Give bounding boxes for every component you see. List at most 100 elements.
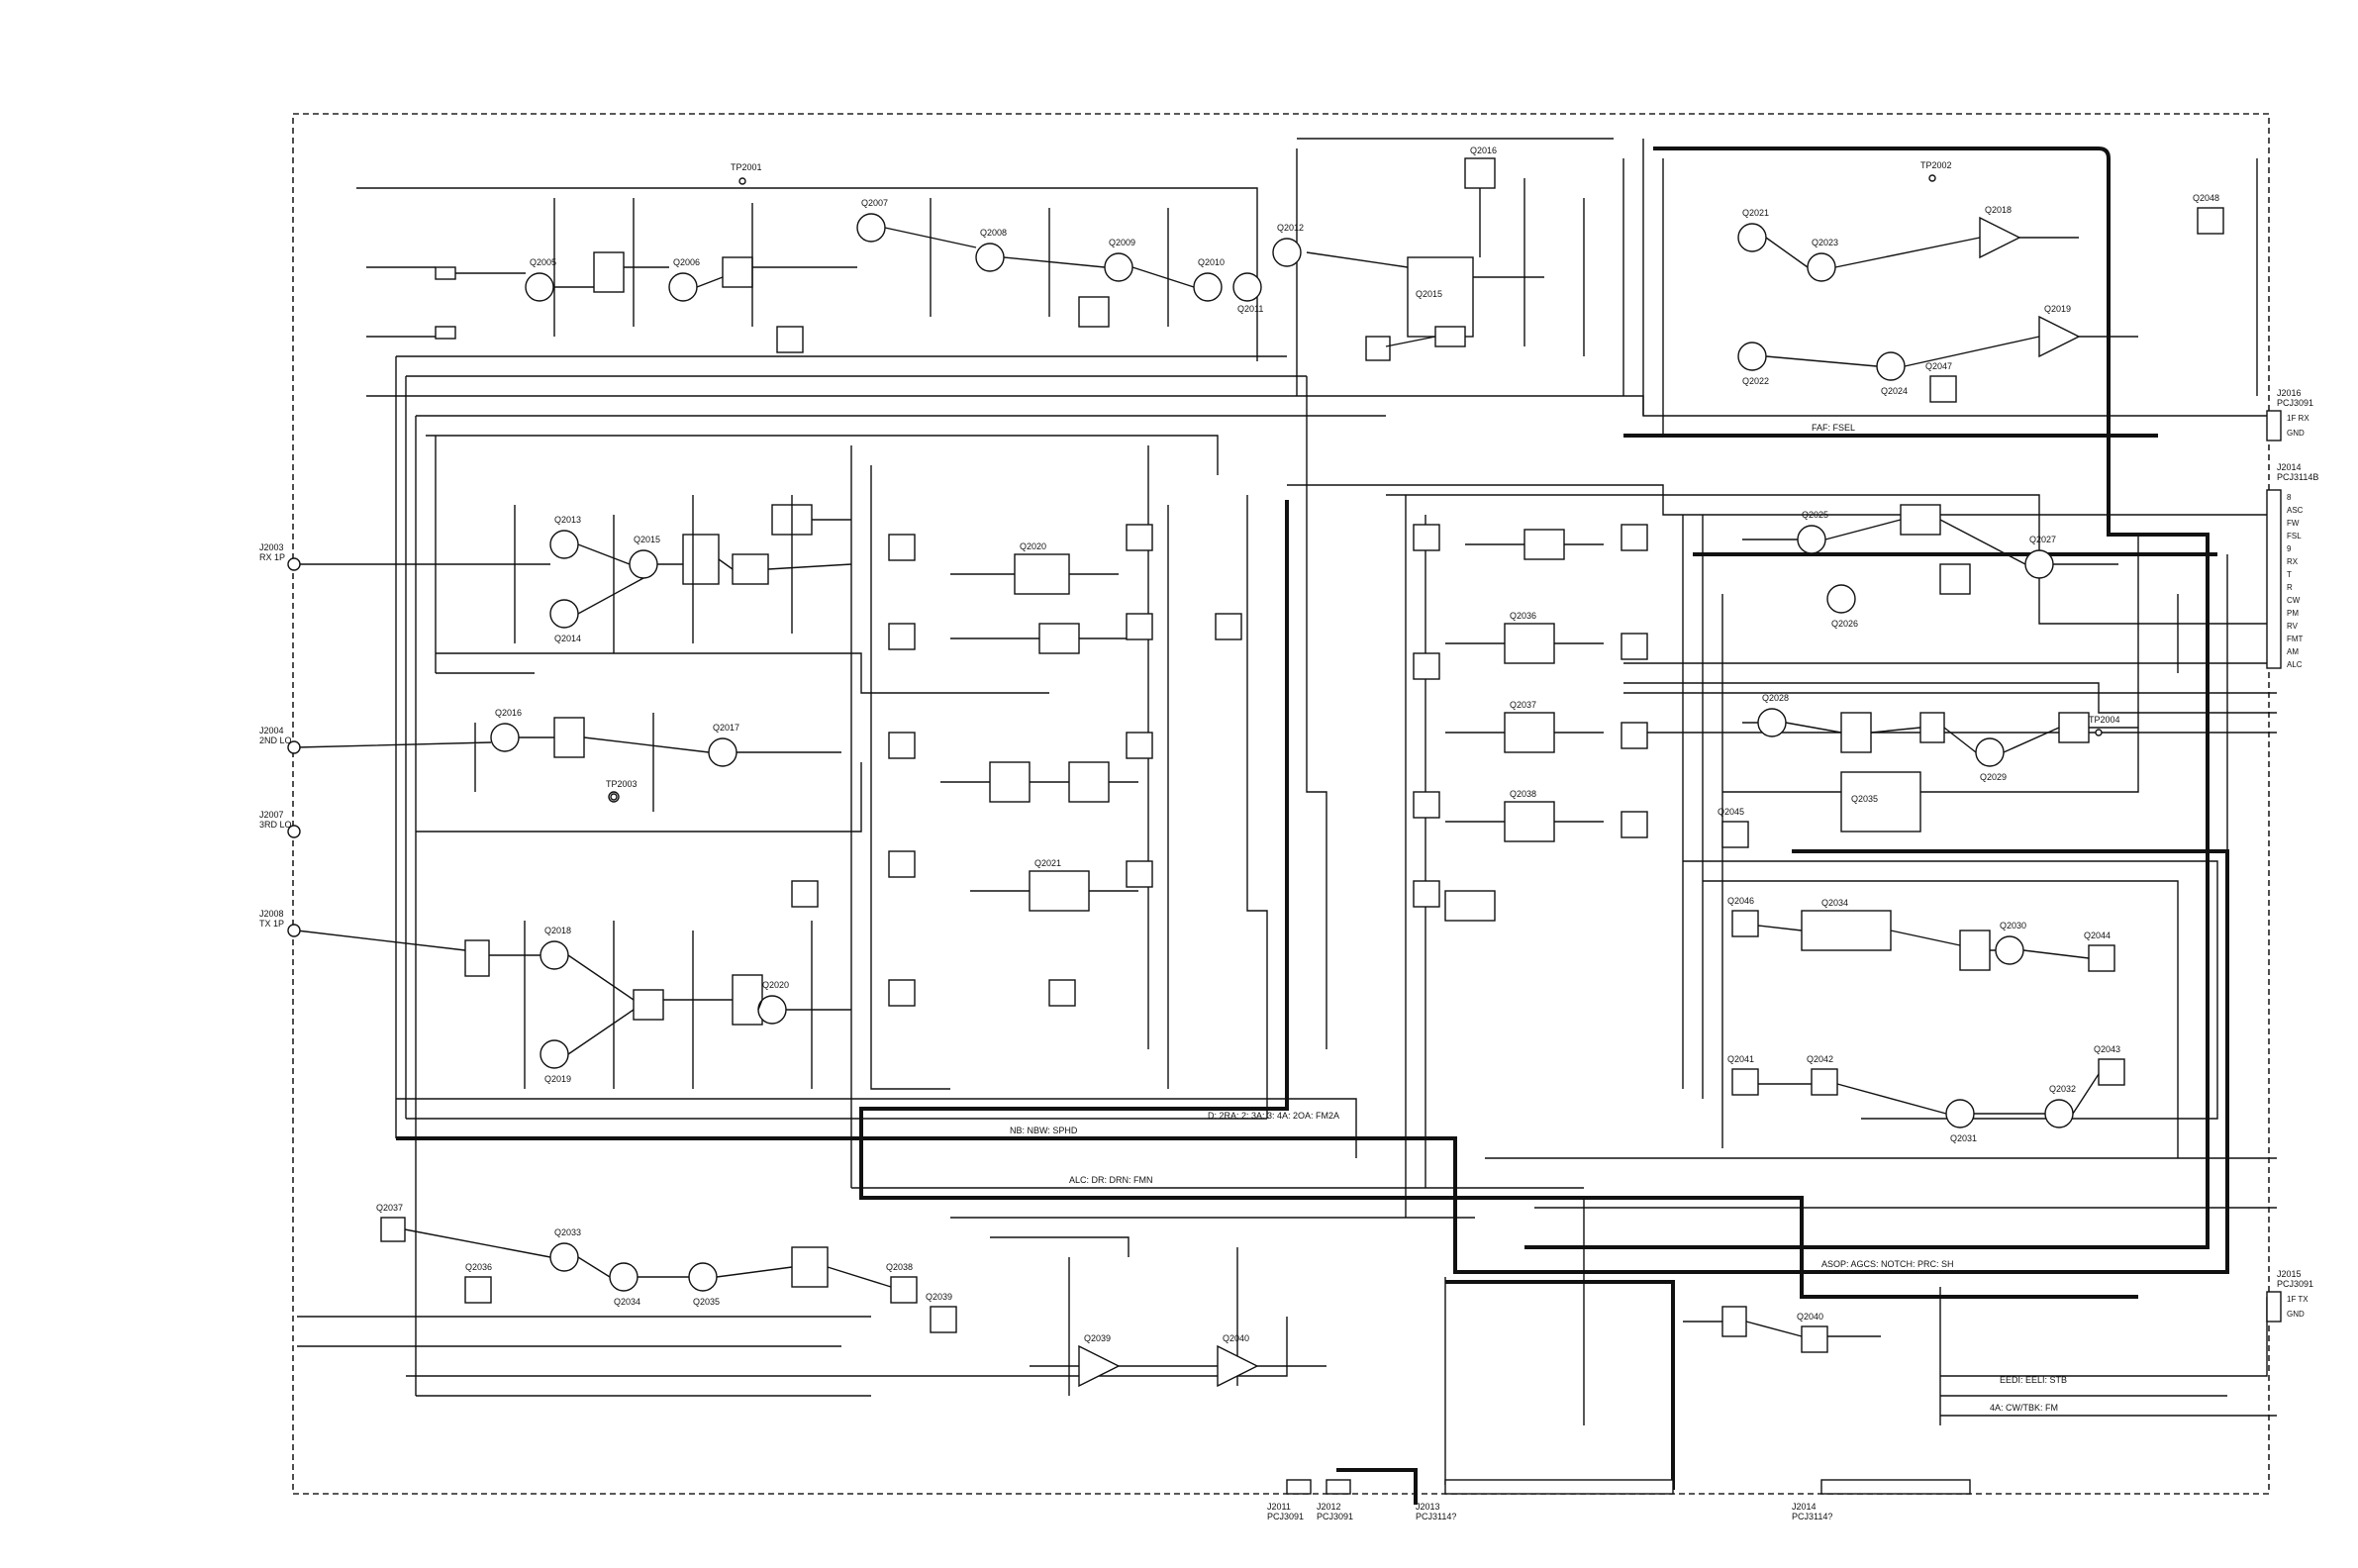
- q2022-label: Q2022: [1742, 376, 1769, 386]
- j2007-signal: 3RD LO: [259, 820, 292, 830]
- j2014r-pin-12: FMT: [2287, 635, 2304, 643]
- right-lower-section: [1721, 821, 2125, 1128]
- q2041-label: Q2041: [1727, 1054, 1754, 1064]
- rx-front-end: [297, 495, 852, 653]
- top-center-ics: [1272, 157, 1585, 361]
- q2035-label: Q2035: [693, 1297, 720, 1307]
- j2013-id: J2013: [1416, 1502, 1440, 1512]
- test-points: TP2001 TP2002 TP2003 TP2004: [606, 160, 2120, 801]
- q2019-label: Q2019: [544, 1074, 571, 1084]
- bus-lines: [396, 147, 2229, 1505]
- tp2002-label: TP2002: [1920, 160, 1952, 170]
- net-labels: NB: NBW: SPHD ALC: DR: DRN: FMN D: 2RA: …: [1010, 423, 2067, 1413]
- ic-label-6: Q2021: [1034, 858, 1061, 868]
- q2026-label: Q2026: [1831, 619, 1858, 629]
- j2011-id: J2011: [1267, 1502, 1291, 1512]
- if-filter-bank: [888, 524, 1648, 1007]
- q2032-label: Q2032: [2049, 1084, 2076, 1094]
- q2039-label: Q2039: [926, 1292, 952, 1302]
- ic-label-8: Q2035: [1851, 794, 1878, 804]
- q2027-label: Q2027: [2029, 535, 2056, 544]
- q2033-label: Q2033: [554, 1227, 581, 1237]
- net-label-cwtbk: 4A: CW/TBK: FM: [1990, 1403, 2058, 1413]
- q2023-label: Q2023: [1812, 238, 1838, 247]
- q2038-label: Q2038: [886, 1262, 913, 1272]
- q2015-label: Q2015: [634, 535, 660, 544]
- j2008-signal: TX 1P: [259, 919, 284, 929]
- q2020-label: Q2020: [762, 980, 789, 990]
- ic-label-13: Q2040: [1223, 1333, 1249, 1343]
- transistor-labels: Q2005 Q2006 Q2007 Q2008 Q2009 Q2010 Q201…: [376, 193, 2219, 1322]
- j2014r-pin-3: FW: [2287, 519, 2300, 528]
- q2043-label: Q2043: [2094, 1044, 2120, 1054]
- q2029-label: Q2029: [1980, 772, 2007, 782]
- ic-label-12: Q2039: [1084, 1333, 1111, 1343]
- j2014r-pin-1: 8: [2287, 493, 2292, 502]
- j2014r-pin-10: PM: [2287, 609, 2299, 618]
- bottom-left-tx-if: [380, 1217, 957, 1333]
- j2014r-pin-8: R: [2287, 583, 2293, 592]
- j2015-pin-1: 1F TX: [2287, 1295, 2309, 1304]
- bottom-center-opamps: [1030, 1344, 1326, 1388]
- top-right-opamps: [1737, 207, 2224, 403]
- j2012-part: PCJ3091: [1317, 1512, 1353, 1521]
- j2014r-pin-2: ASC: [2287, 506, 2304, 515]
- j2007-id: J2007: [259, 810, 284, 820]
- j2015-id: J2015: [2277, 1269, 2302, 1279]
- nb-section: [366, 198, 1262, 353]
- net-label-nb: NB: NBW: SPHD: [1010, 1126, 1078, 1135]
- q2040-label: Q2040: [1797, 1312, 1823, 1322]
- tx-section: [296, 880, 851, 1089]
- connector-labels: J2003 RX 1P J2004 2ND LO J2007 3RD LO J2…: [259, 388, 2318, 1521]
- j2004-signal: 2ND LO: [259, 735, 292, 745]
- q2034-label: Q2034: [614, 1297, 640, 1307]
- q2028-label: Q2028: [1762, 693, 1789, 703]
- ic-label-1: Q2015: [1416, 289, 1442, 299]
- second-lo: [296, 713, 841, 812]
- net-label-alc: ALC: DR: DRN: FMN: [1069, 1175, 1153, 1185]
- j2011-part: PCJ3091: [1267, 1512, 1304, 1521]
- q2024-label: Q2024: [1881, 386, 1908, 396]
- ic-label-2: Q2016: [1470, 146, 1497, 155]
- tp2001-label: TP2001: [731, 162, 762, 172]
- j2012-id: J2012: [1317, 1502, 1341, 1512]
- j2016-pin-2: GND: [2287, 429, 2305, 438]
- q2036-label: Q2036: [465, 1262, 492, 1272]
- j2015-pin-2: GND: [2287, 1310, 2305, 1319]
- ic-label-9: Q2036: [1510, 611, 1536, 621]
- q2042-label: Q2042: [1807, 1054, 1833, 1064]
- q2014-label: Q2014: [554, 634, 581, 643]
- q2012-label: Q2012: [1277, 223, 1304, 233]
- q2008-label: Q2008: [980, 228, 1007, 238]
- ic-label-5: Q2020: [1020, 541, 1046, 551]
- q2005-label: Q2005: [530, 257, 556, 267]
- board-outline: [292, 113, 2270, 1495]
- j2014r-pin-5: 9: [2287, 544, 2292, 553]
- net-label-eedi: EEDI: EELI: STB: [2000, 1375, 2067, 1385]
- q2011-label: Q2011: [1237, 304, 1263, 314]
- net-label-faf: FAF: FSEL: [1812, 423, 1855, 433]
- q2044-label: Q2044: [2084, 931, 2111, 940]
- j2014b-id: J2014: [1792, 1502, 1817, 1512]
- net-label-d2ra: D: 2RA: 2: 3A: 3: 4A: 2OA: FM2A: [1208, 1111, 1339, 1121]
- tp2004-label: TP2004: [2089, 715, 2120, 725]
- q2031-label: Q2031: [1950, 1133, 1977, 1143]
- q2047-label: Q2047: [1925, 361, 1952, 371]
- j2016-pin-1: 1F RX: [2287, 414, 2309, 423]
- ic-label-10: Q2037: [1510, 700, 1536, 710]
- bottom-right-section: [1683, 1306, 1881, 1353]
- j2014r-id: J2014: [2277, 462, 2302, 472]
- j2015-part: PCJ3091: [2277, 1279, 2313, 1289]
- q2037-label: Q2037: [376, 1203, 403, 1213]
- q2030-label: Q2030: [2000, 921, 2026, 931]
- q2017-label: Q2017: [713, 723, 739, 733]
- ic-label-11: Q2038: [1510, 789, 1536, 799]
- j2004-id: J2004: [259, 726, 284, 735]
- j2008-id: J2008: [259, 909, 284, 919]
- j2014r-pin-6: RX: [2287, 557, 2299, 566]
- j2014r-part: PCJ3114B: [2277, 472, 2318, 482]
- q2007-label: Q2007: [861, 198, 888, 208]
- j2014r-pin-13: AM: [2287, 647, 2299, 656]
- j2016-id: J2016: [2277, 388, 2302, 398]
